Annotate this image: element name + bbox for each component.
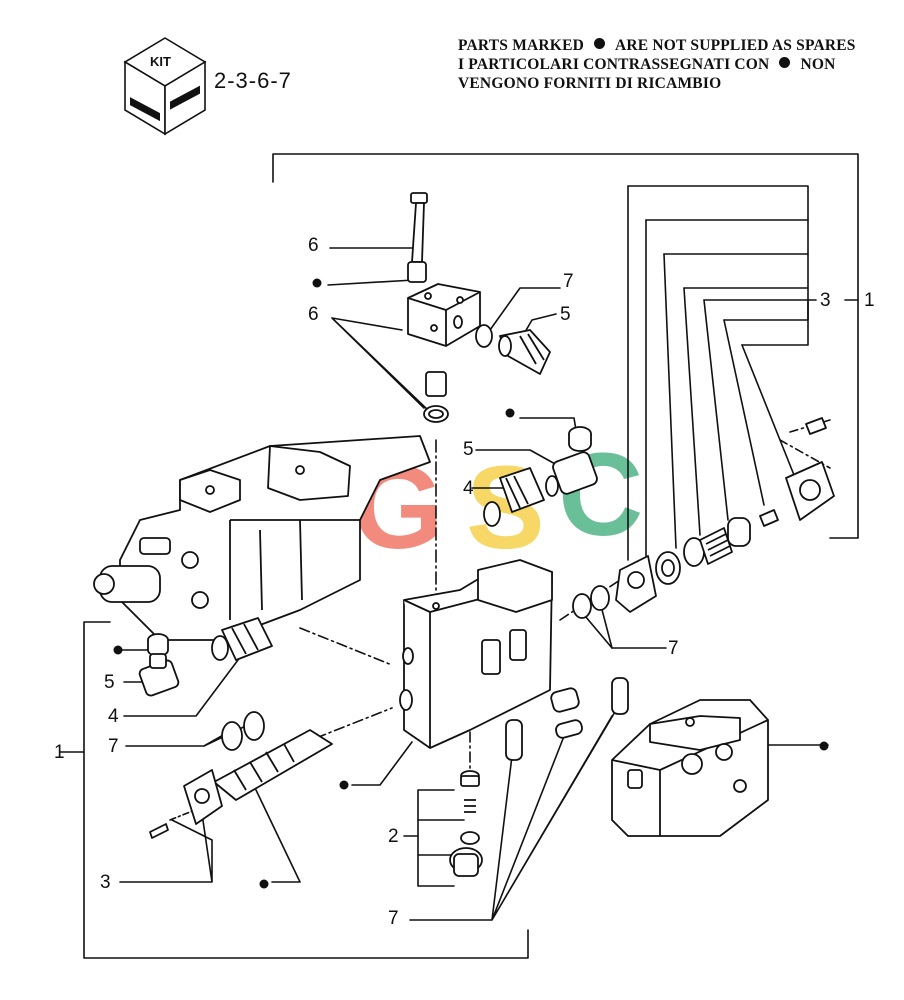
sensor-part: [498, 329, 551, 375]
spool-left: [149, 729, 333, 839]
cap-part: [568, 426, 592, 452]
leader-line: [703, 299, 729, 521]
callout-7: 7: [563, 271, 574, 292]
callout-4: 4: [108, 706, 119, 727]
leader-line: [519, 417, 577, 431]
callout-6: 6: [308, 304, 319, 325]
leader-line: [123, 659, 239, 717]
callout-5: 5: [463, 439, 474, 460]
callout-5: 5: [104, 672, 115, 693]
leader-line: [579, 609, 667, 649]
callout-7: 7: [108, 736, 119, 757]
valve-body-right: [611, 699, 769, 837]
bracket-line: [417, 789, 455, 887]
bullet-dot-icon: [339, 780, 349, 790]
valve-body-left: [93, 435, 431, 641]
o-ring: [590, 585, 610, 611]
leader-line: [255, 789, 301, 883]
kit-label: KIT: [150, 54, 171, 69]
callout-1: 1: [54, 742, 65, 763]
callout-5: 5: [560, 304, 571, 325]
bracket-line: [703, 299, 809, 321]
callout-7: 7: [388, 908, 399, 929]
cap-block: [407, 283, 481, 347]
o-ring: [572, 593, 592, 619]
bushing-part: [407, 261, 427, 283]
cap-part: [147, 633, 169, 657]
watermark-letter: C: [558, 429, 643, 561]
bullet-dot-icon: [819, 741, 829, 751]
bracket-line: [741, 299, 809, 346]
sensor-part: [138, 653, 180, 697]
o-ring: [475, 324, 493, 348]
leader-line: [683, 287, 701, 536]
plug-part: [423, 371, 449, 423]
seal-parts: [505, 677, 629, 761]
leader-line: [489, 287, 561, 331]
leader-line: [723, 319, 765, 506]
leader-line: [327, 279, 415, 286]
leader-line: [409, 699, 623, 921]
bracket-line: [627, 185, 809, 301]
notice-line-3: VENGONO FORNITI DI RICAMBIO: [458, 75, 722, 92]
callout-4: 4: [463, 478, 474, 499]
bullet-dot-icon: [312, 278, 322, 288]
callout-2: 2: [388, 826, 399, 847]
bullet-dot-icon: [505, 408, 515, 418]
long-screw: [410, 192, 428, 263]
sensor-part: [545, 451, 598, 497]
spool-stack: [615, 417, 835, 613]
bullet-dot-icon: [779, 57, 791, 68]
leader-line: [351, 741, 413, 786]
leader-line: [663, 253, 677, 549]
callout-labels: 1 3 6 6 7 5 5 4 7 5 4 7 1 2 3 7: [54, 235, 875, 929]
valve-part: [211, 617, 273, 661]
callout-1: 1: [864, 290, 875, 311]
center-line: [299, 627, 393, 666]
valve-body-center: [399, 559, 553, 749]
callout-7: 7: [668, 638, 679, 659]
not-supplied-markers: [113, 278, 829, 889]
valve-part: [483, 467, 545, 527]
kit-code: 2-3-6-7: [214, 68, 292, 93]
leader-line: [741, 344, 797, 481]
bullet-dot-icon: [594, 38, 605, 49]
callout-3: 3: [100, 872, 111, 893]
callout-3: 3: [820, 290, 831, 311]
callout-6: 6: [308, 235, 319, 256]
center-line: [315, 707, 393, 739]
plug-stack: [449, 770, 483, 877]
bracket-line: [272, 153, 859, 539]
watermark-letter: S: [466, 442, 545, 574]
bracket-line: [83, 621, 529, 959]
bullet-dot-icon: [259, 879, 269, 889]
center-line: [169, 807, 201, 821]
o-ring-pair: [221, 711, 265, 751]
bullet-dot-icon: [113, 645, 123, 655]
leader-line: [331, 317, 431, 413]
